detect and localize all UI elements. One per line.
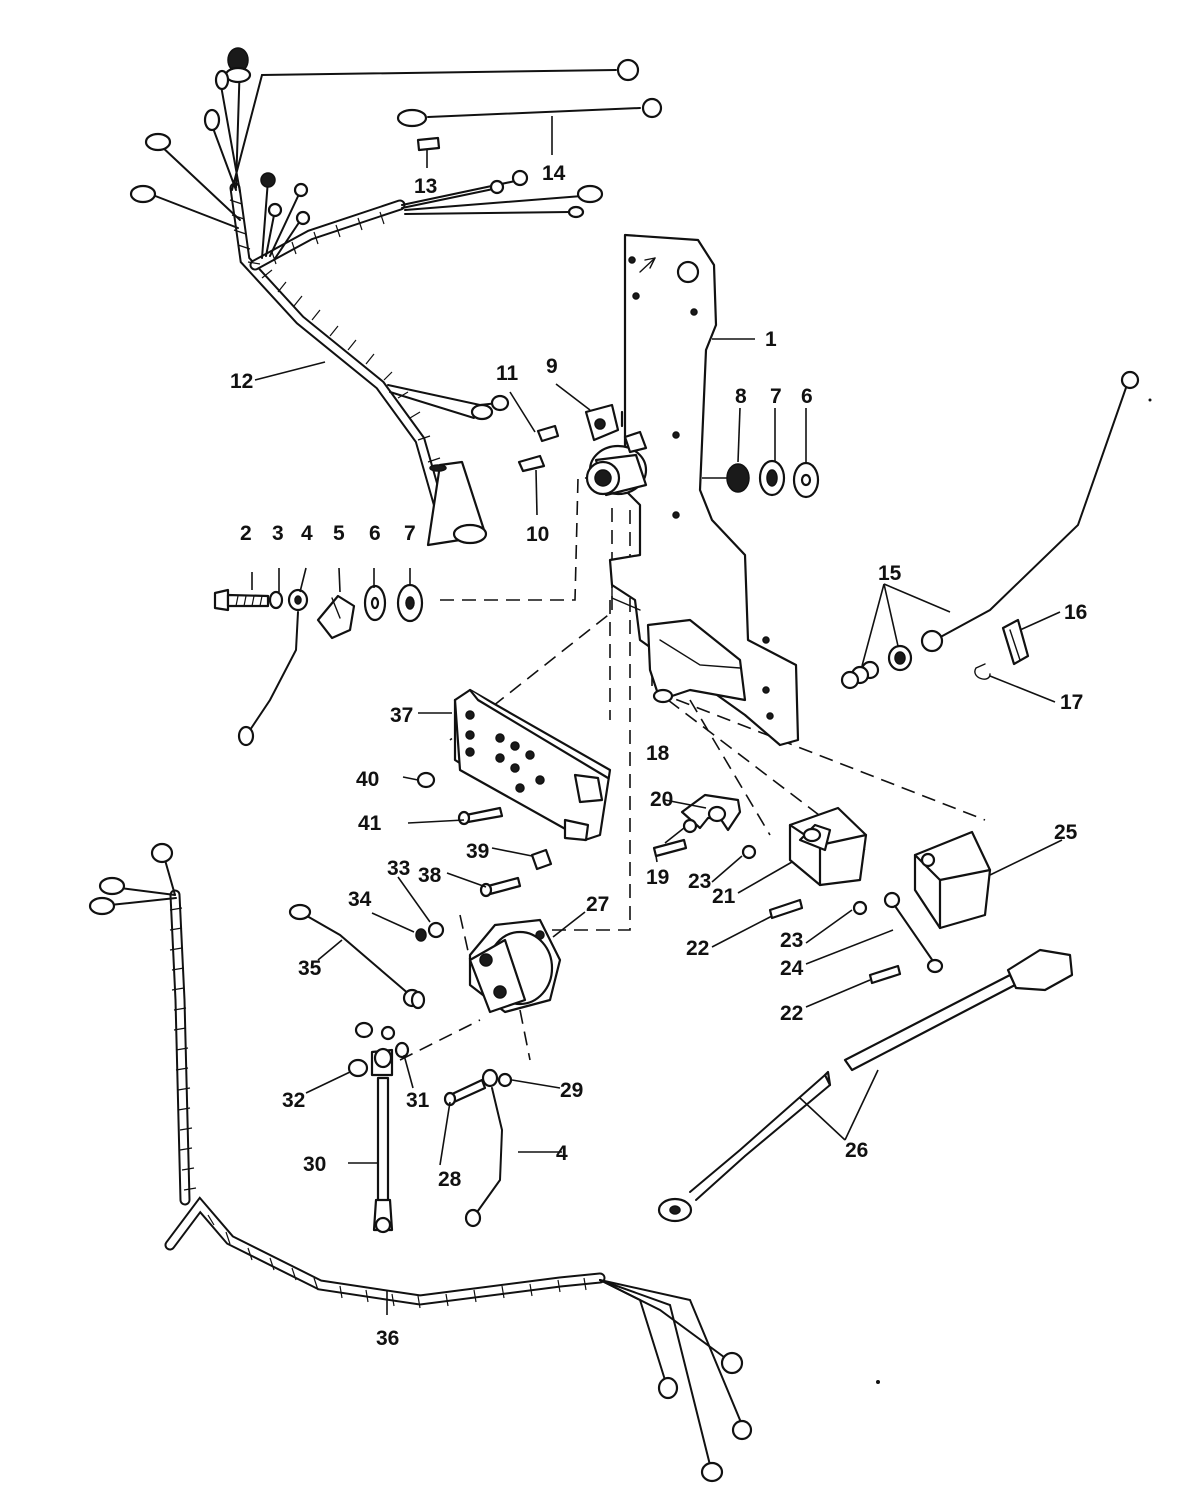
callout-7: 7 bbox=[770, 385, 782, 408]
callout-39: 39 bbox=[466, 840, 489, 863]
callout-6: 6 bbox=[801, 385, 813, 408]
callout-34: 34 bbox=[348, 888, 372, 911]
mounting-bracket bbox=[608, 233, 800, 747]
callout-24: 24 bbox=[780, 957, 804, 980]
callout-18: 18 bbox=[646, 742, 670, 765]
callout-4: 4 bbox=[301, 522, 313, 545]
callout-26: 26 bbox=[845, 1139, 868, 1162]
nuts-and-cable-35 bbox=[288, 903, 445, 1010]
callout-15: 15 bbox=[878, 562, 902, 585]
callout-9: 9 bbox=[546, 355, 558, 378]
callout-4: 4 bbox=[556, 1142, 568, 1165]
callout-13: 13 bbox=[414, 175, 437, 198]
callout-41: 41 bbox=[358, 812, 382, 835]
stray-dot bbox=[876, 1380, 880, 1384]
callout-27: 27 bbox=[586, 893, 609, 916]
callout-32: 32 bbox=[282, 1089, 305, 1112]
callout-5: 5 bbox=[333, 522, 345, 545]
callout-3: 3 bbox=[272, 522, 284, 545]
callout-1: 1 bbox=[765, 328, 777, 351]
callout-37: 37 bbox=[390, 704, 413, 727]
callout-10: 10 bbox=[526, 523, 549, 546]
callout-22: 22 bbox=[686, 937, 709, 960]
stray-dot bbox=[1148, 398, 1152, 402]
callout-25: 25 bbox=[1054, 821, 1078, 844]
callout-20: 20 bbox=[650, 788, 673, 811]
callout-35: 35 bbox=[298, 957, 322, 980]
rectifier-21 bbox=[741, 806, 868, 920]
callout-6: 6 bbox=[369, 522, 381, 545]
secondary-wire-harness bbox=[88, 842, 753, 1483]
callout-21: 21 bbox=[712, 885, 736, 908]
callout-36: 36 bbox=[376, 1327, 399, 1350]
cables-28-32 bbox=[347, 1021, 513, 1234]
callout-14: 14 bbox=[542, 162, 566, 185]
callout-8: 8 bbox=[735, 385, 747, 408]
callout-28: 28 bbox=[438, 1168, 462, 1191]
callout-19: 19 bbox=[646, 866, 669, 889]
main-wire-harness bbox=[129, 47, 663, 547]
callout-16: 16 bbox=[1064, 601, 1087, 624]
starter-solenoid bbox=[468, 918, 562, 1014]
callout-29: 29 bbox=[560, 1079, 583, 1102]
callout-23: 23 bbox=[688, 870, 711, 893]
callout-17: 17 bbox=[1060, 691, 1083, 714]
cylindrical-relay bbox=[585, 430, 648, 497]
screw-38-39 bbox=[479, 848, 553, 898]
callout-23: 23 bbox=[780, 929, 803, 952]
callout-7: 7 bbox=[404, 522, 416, 545]
clip-and-screws bbox=[517, 403, 624, 473]
callout-12: 12 bbox=[230, 370, 253, 393]
regulator-25 bbox=[852, 830, 992, 985]
callout-11: 11 bbox=[496, 362, 519, 385]
callout-2: 2 bbox=[240, 522, 252, 545]
leader-lines bbox=[251, 116, 1063, 1315]
clamp-18-19-20 bbox=[652, 793, 742, 858]
grommet-and-washers bbox=[702, 459, 820, 499]
ground-wire-15 bbox=[840, 370, 1140, 690]
callout-labels: 1 2 3 4 4 5 6 6 7 7 8 9 10 11 12 13 14 1… bbox=[230, 162, 1087, 1350]
callout-30: 30 bbox=[303, 1153, 326, 1176]
battery-cable-26 bbox=[657, 948, 1074, 1223]
callout-38: 38 bbox=[418, 864, 442, 887]
callout-22: 22 bbox=[780, 1002, 803, 1025]
callout-31: 31 bbox=[406, 1089, 430, 1112]
ignition-module bbox=[416, 688, 612, 842]
callout-40: 40 bbox=[356, 768, 379, 791]
callout-33: 33 bbox=[387, 857, 410, 880]
